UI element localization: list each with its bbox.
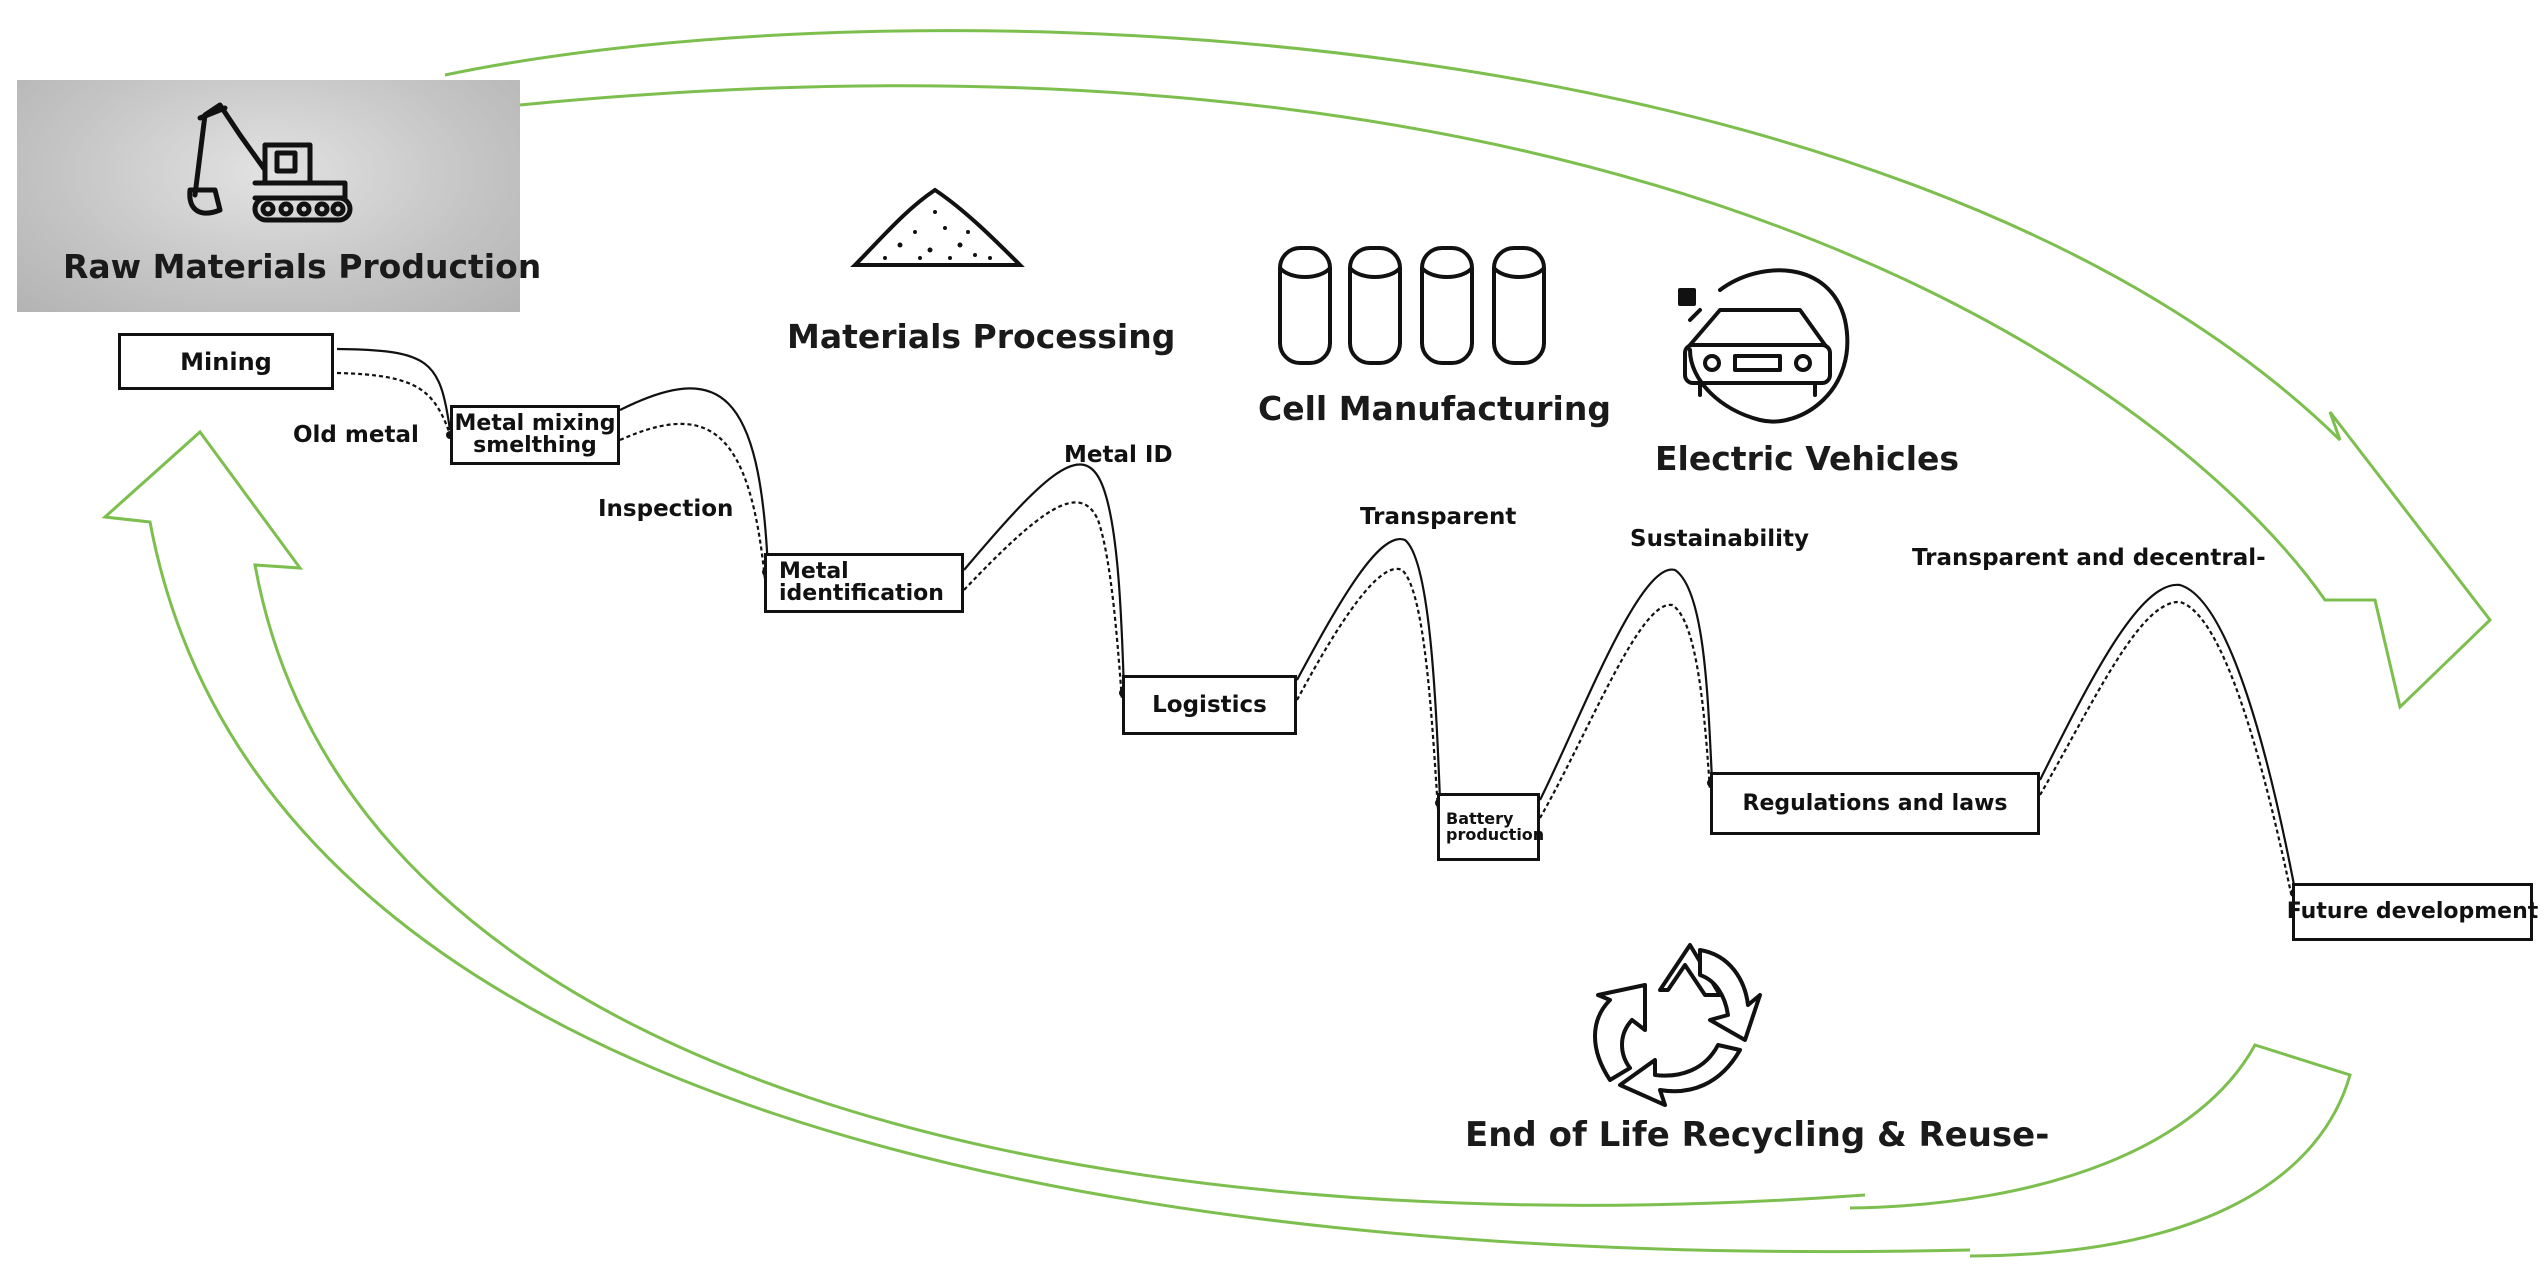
step-metal-mixing-line2: smelthing bbox=[473, 433, 597, 458]
step-metal-mixing-line1: Metal mixing bbox=[454, 411, 616, 436]
step-mining-label: Mining bbox=[180, 347, 272, 376]
step-battery-production: Battery production bbox=[1437, 793, 1544, 861]
stage-materials-processing-title: Materials Processing bbox=[787, 317, 1176, 356]
curve-battery-regulations bbox=[1539, 568, 1714, 801]
step-regulations: Regulations and laws bbox=[1710, 772, 2040, 835]
step-future-development: Future development bbox=[2287, 883, 2538, 941]
connector-metal-id: Metal ID bbox=[1064, 442, 1173, 468]
stage-end-of-life-title: End of Life Recycling & Reuse- bbox=[1465, 1115, 2050, 1155]
curve-mining-mixing-dotted bbox=[336, 371, 454, 441]
step-battery-production-line1: Battery bbox=[1446, 809, 1514, 828]
connector-sustainability: Sustainability bbox=[1630, 526, 1810, 552]
stage-electric-vehicles-title: Electric Vehicles bbox=[1655, 439, 1960, 478]
step-regulations-label: Regulations and laws bbox=[1742, 790, 2008, 816]
step-metal-identification-line2: identification bbox=[779, 581, 944, 606]
step-mining: Mining bbox=[118, 333, 334, 390]
step-metal-mixing: Metal mixing smelthing bbox=[450, 405, 620, 465]
excavator-icon bbox=[187, 102, 353, 223]
connector-transparent-decentral: Transparent and decentral- bbox=[1912, 545, 2266, 571]
curve-identification-logistics bbox=[963, 463, 1126, 691]
recycle-icon bbox=[1593, 943, 1762, 1107]
cycle-arrow-left bbox=[101, 429, 1971, 1254]
step-metal-identification: Metal identification bbox=[764, 553, 964, 613]
electric-car-icon bbox=[1678, 268, 1850, 424]
curve-mixing-identification-dotted bbox=[619, 422, 767, 581]
powder-pile-icon bbox=[850, 187, 1025, 267]
step-battery-production-line2: production bbox=[1446, 825, 1545, 844]
connector-inspection: Inspection bbox=[598, 496, 734, 522]
step-future-development-label: Future development bbox=[2286, 899, 2539, 924]
curve-logistics-battery-dotted bbox=[1296, 567, 1440, 811]
cycle-arrow-bottom bbox=[1849, 1043, 2352, 1258]
cycle-arrow-top bbox=[444, 29, 2493, 710]
step-metal-identification-line1: Metal bbox=[779, 559, 849, 584]
step-logistics-label: Logistics bbox=[1152, 691, 1267, 718]
connector-transparent: Transparent bbox=[1360, 504, 1517, 530]
step-logistics: Logistics bbox=[1122, 675, 1297, 735]
curve-regulations-future-dotted bbox=[2039, 600, 2294, 899]
curve-logistics-battery bbox=[1296, 537, 1442, 801]
connector-old-metal: Old metal bbox=[293, 422, 419, 448]
curve-identification-logistics-dotted bbox=[963, 501, 1124, 701]
stage-cell-manufacturing-title: Cell Manufacturing bbox=[1258, 389, 1611, 428]
battery-cells-icon bbox=[1278, 246, 1546, 365]
stage-raw-materials-title: Raw Materials Production bbox=[63, 247, 542, 286]
curve-mining-mixing bbox=[336, 347, 452, 431]
curve-battery-regulations-dotted bbox=[1539, 603, 1712, 819]
connector-curves bbox=[336, 347, 2297, 899]
curve-regulations-future bbox=[2039, 583, 2297, 891]
curve-mixing-identification bbox=[619, 387, 770, 571]
